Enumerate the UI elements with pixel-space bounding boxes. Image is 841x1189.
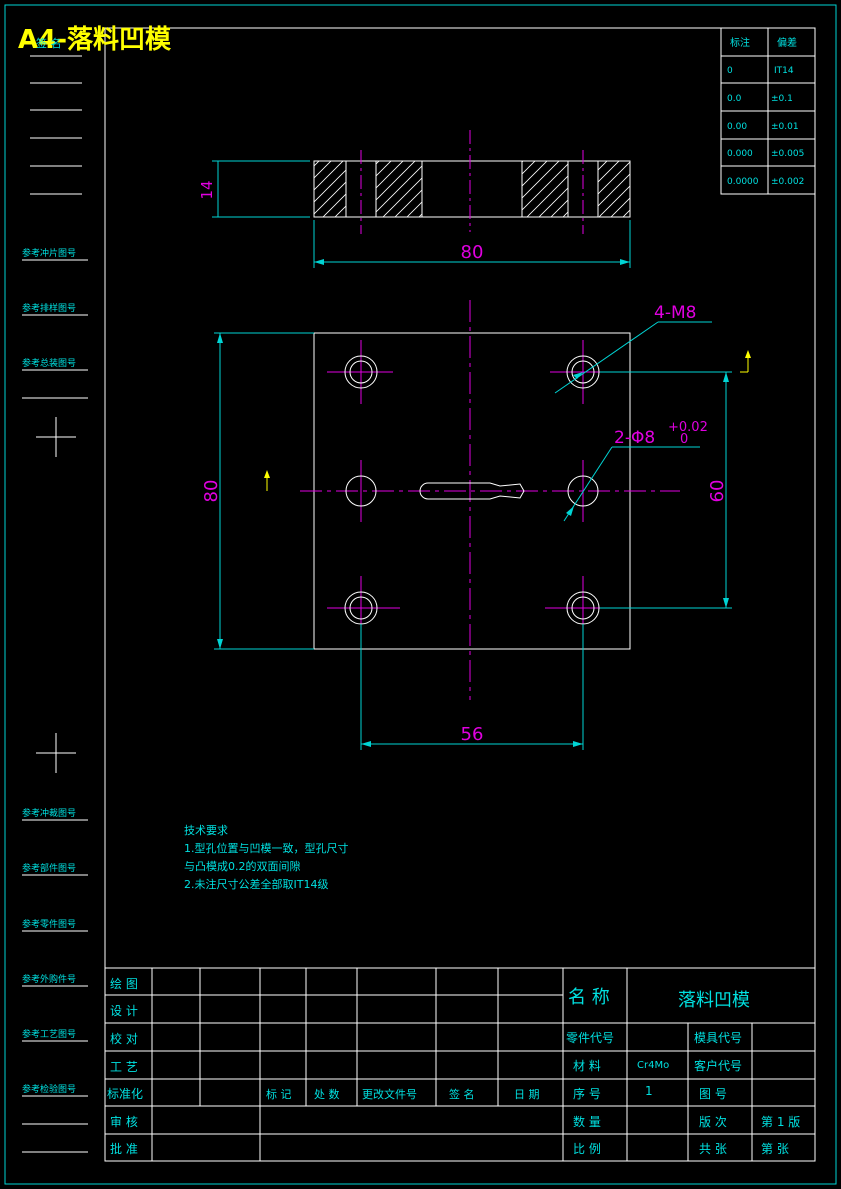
ref-label: 参考总装图号 [22, 357, 76, 369]
ref-label: 参考检验图号 [22, 1083, 76, 1095]
tol-cell: ±0.1 [771, 94, 793, 104]
title-block: 绘 图 设 计 校 对 工 艺 标准化 审 核 批 准 标 记 处 数 更改文件… [105, 967, 815, 1161]
header-title: A4-落料凹模 [18, 25, 172, 55]
tb-left-label: 批 准 [110, 1141, 138, 1156]
die-opening [419, 482, 525, 500]
ref-label: 参考工艺图号 [22, 1028, 76, 1040]
plan-view: 80 60 56 4-M8 2-Φ8 +0.02 0 [201, 300, 751, 750]
tb-name-value: 落料凹模 [678, 990, 750, 1011]
tol-cell: 0 [727, 66, 733, 76]
tb-rev-label: 签 名 [449, 1087, 475, 1101]
tb-total-sheets-label: 共 张 [699, 1142, 727, 1156]
tb-material-label: 材 料 [573, 1059, 601, 1073]
dim-width-top: 80 [461, 242, 484, 263]
thread-hole [344, 355, 378, 389]
tech-note-line: 与凸模成0.2的双面间隙 [184, 859, 301, 873]
tb-version-value: 第 1 版 [761, 1115, 800, 1129]
thread-hole [566, 355, 600, 389]
tech-note-line: 1.型孔位置与凹模一致，型孔尺寸 [184, 841, 349, 855]
tech-notes: 技术要求 1.型孔位置与凹模一致，型孔尺寸 与凸模成0.2的双面间隙 2.未注尺… [184, 824, 349, 891]
pin-tol-upper: +0.02 [668, 420, 708, 435]
tb-qty-label: 数 量 [573, 1114, 601, 1129]
tb-rev-label: 更改文件号 [362, 1087, 417, 1101]
tech-notes-title: 技术要求 [184, 824, 228, 837]
tb-sheet-label: 第 张 [761, 1142, 789, 1156]
tol-cell: 0.00 [727, 122, 747, 132]
tol-cell: 0.000 [727, 149, 753, 159]
tb-left-label: 审 核 [110, 1114, 138, 1129]
dim-height-side: 80 [201, 480, 222, 503]
dim-hole-spacing-v: 60 [707, 480, 728, 503]
tb-seq-value: 1 [645, 1084, 653, 1098]
thread-callout: 4-M8 [654, 303, 696, 323]
tb-left-label: 标准化 [107, 1087, 143, 1101]
tb-part-code-label: 零件代号 [566, 1031, 614, 1045]
tb-left-label: 工 艺 [110, 1060, 138, 1074]
tb-rev-label: 标 记 [266, 1087, 292, 1101]
ref-label: 参考外购件号 [22, 973, 76, 985]
ref-label: 参考排样图号 [22, 302, 76, 314]
tb-material-value: Cr4Mo [637, 1060, 669, 1071]
inner-border [104, 27, 816, 1162]
tolerance-table: 标注 偏差 0 IT14 0.0 ±0.1 0.00 ±0.01 0.000 ±… [720, 27, 816, 195]
tb-customer-code-label: 客户代号 [694, 1058, 742, 1073]
tech-note-line: 2.未注尺寸公差全部取IT14级 [184, 877, 328, 891]
tol-cell: 0.0 [727, 94, 742, 104]
tol-cell: 0.0000 [727, 177, 759, 187]
outer-border [4, 4, 837, 1185]
tb-drawing-no-label: 图 号 [699, 1087, 727, 1101]
pin-tol-lower: 0 [680, 432, 688, 447]
tol-cell: ±0.01 [771, 122, 799, 132]
tb-version-label: 版 次 [699, 1115, 727, 1129]
tb-rev-label: 处 数 [314, 1088, 340, 1101]
tol-header: 标注 [730, 36, 750, 49]
tol-header: 偏差 [777, 36, 797, 49]
tb-scale-label: 比 例 [573, 1142, 601, 1156]
ref-label: 参考冲裁图号 [22, 807, 76, 819]
pin-hole [567, 475, 599, 507]
section-view: 14 80 [198, 130, 631, 268]
tb-left-label: 绘 图 [110, 976, 138, 991]
tol-cell: ±0.005 [771, 149, 804, 159]
tb-left-label: 校 对 [110, 1031, 138, 1046]
ref-label: 参考零件图号 [22, 918, 76, 930]
tol-cell: ±0.002 [771, 177, 804, 187]
tb-left-label: 设 计 [110, 1004, 138, 1018]
dim-hole-spacing-h: 56 [461, 724, 484, 745]
left-column: 签 名 参考冲片图号 参考排样图号 参考总装图号 参考冲裁图号 参考部件图号 参… [22, 36, 88, 1153]
pin-hole-callout: 2-Φ8 [614, 428, 655, 448]
tb-name-label: 名 称 [568, 987, 610, 1008]
pin-hole [345, 475, 377, 507]
ref-label: 参考冲片图号 [22, 247, 76, 259]
tb-rev-label: 日 期 [514, 1088, 540, 1101]
left-sign-label: 签 名 [36, 36, 62, 50]
tb-seq-label: 序 号 [573, 1086, 601, 1101]
ref-label: 参考部件图号 [22, 862, 76, 874]
tb-mold-code-label: 模具代号 [694, 1031, 742, 1045]
dim-thickness: 14 [198, 180, 216, 199]
tol-cell: IT14 [774, 66, 794, 76]
